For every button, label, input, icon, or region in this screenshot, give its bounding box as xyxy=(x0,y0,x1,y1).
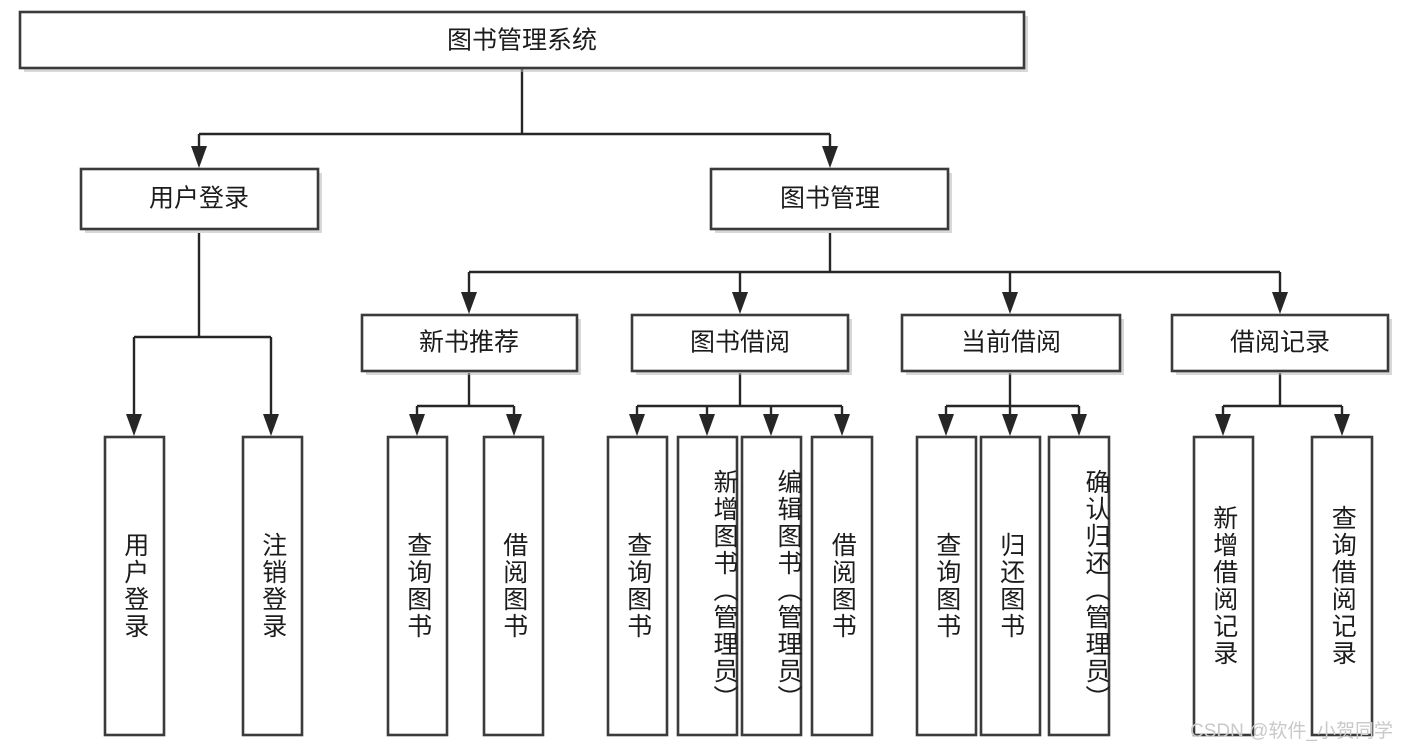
node-current-borrow[interactable]: 当前借阅 xyxy=(900,313,1124,375)
arrow-head-leaf-query-book-3 xyxy=(938,414,954,436)
node-user-login-label: 用户登录 xyxy=(149,185,249,213)
node-book-manage-box[interactable] xyxy=(709,167,950,231)
node-new-book-rec-label: 新书推荐 xyxy=(419,329,519,357)
connector-group xyxy=(126,68,1350,436)
leaf-box-return-book[interactable] xyxy=(979,435,1042,737)
leaf-box-logout[interactable] xyxy=(241,435,304,737)
node-new-book-rec-box[interactable] xyxy=(360,313,579,373)
node-new-book-rec[interactable]: 新书推荐 xyxy=(360,313,581,375)
arrow-head-user-login xyxy=(191,146,207,168)
arrow-head-current-borrow xyxy=(1002,292,1018,314)
arrow-head-leaf-confirm-return xyxy=(1071,414,1087,436)
arrow-head-leaf-return-book xyxy=(1002,414,1018,436)
node-current-borrow-label: 当前借阅 xyxy=(961,329,1061,357)
arrow-head-leaf-borrow-book-1 xyxy=(506,414,522,436)
node-current-borrow-box[interactable] xyxy=(900,313,1122,373)
node-borrow-record-label: 借阅记录 xyxy=(1230,329,1330,357)
arrow-head-leaf-query-record xyxy=(1334,414,1350,436)
leaf-box-confirm-return[interactable] xyxy=(1047,435,1111,737)
arrow-head-leaf-query-book-2 xyxy=(629,414,645,436)
leaf-box-query-book-3[interactable] xyxy=(915,435,978,737)
arrow-head-book-borrow xyxy=(732,292,748,314)
arrow-head-leaf-logout xyxy=(263,414,279,436)
arrow-head-borrow-record xyxy=(1272,292,1288,314)
leaf-box-borrow-book-2[interactable] xyxy=(810,435,874,737)
leaf-box-add-book-admin[interactable] xyxy=(676,435,739,737)
arrow-head-new-book-rec xyxy=(461,292,477,314)
arrow-head-book-manage xyxy=(822,146,838,168)
arrow-head-leaf-query-book-1 xyxy=(409,414,425,436)
node-user-login[interactable]: 用户登录 xyxy=(79,167,322,233)
arrow-head-leaf-borrow-book-2 xyxy=(834,414,850,436)
leaf-box-query-book-2[interactable] xyxy=(606,435,669,737)
leaf-box-borrow-book-1[interactable] xyxy=(482,435,545,737)
leaf-box-user-login[interactable] xyxy=(103,435,166,737)
node-book-borrow[interactable]: 图书借阅 xyxy=(630,313,852,375)
leaf-box-add-record[interactable] xyxy=(1192,435,1255,737)
node-book-manage[interactable]: 图书管理 xyxy=(709,167,952,233)
node-root-label: 图书管理系统 xyxy=(447,27,597,55)
leaf-box-edit-book-admin[interactable] xyxy=(740,435,803,737)
node-borrow-record[interactable]: 借阅记录 xyxy=(1170,313,1392,375)
leaf-box-query-book-1[interactable] xyxy=(386,435,449,737)
leaf-box-group xyxy=(103,435,1374,737)
arrow-head-leaf-user-login xyxy=(126,414,142,436)
arrow-head-leaf-add-book-admin xyxy=(699,414,715,436)
csdn-watermark: CSDN @软件_小贺同学 xyxy=(1190,721,1393,742)
node-book-borrow-box[interactable] xyxy=(630,313,850,373)
node-root[interactable]: 图书管理系统 xyxy=(18,10,1028,72)
node-borrow-record-box[interactable] xyxy=(1170,313,1390,373)
arrow-head-leaf-add-record xyxy=(1215,414,1231,436)
arrow-head-leaf-edit-book-admin xyxy=(763,414,779,436)
node-book-manage-label: 图书管理 xyxy=(780,185,880,213)
leaf-box-query-record[interactable] xyxy=(1310,435,1374,737)
node-book-borrow-label: 图书借阅 xyxy=(690,329,790,357)
node-root-box[interactable] xyxy=(18,10,1026,70)
node-user-login-box[interactable] xyxy=(79,167,320,231)
